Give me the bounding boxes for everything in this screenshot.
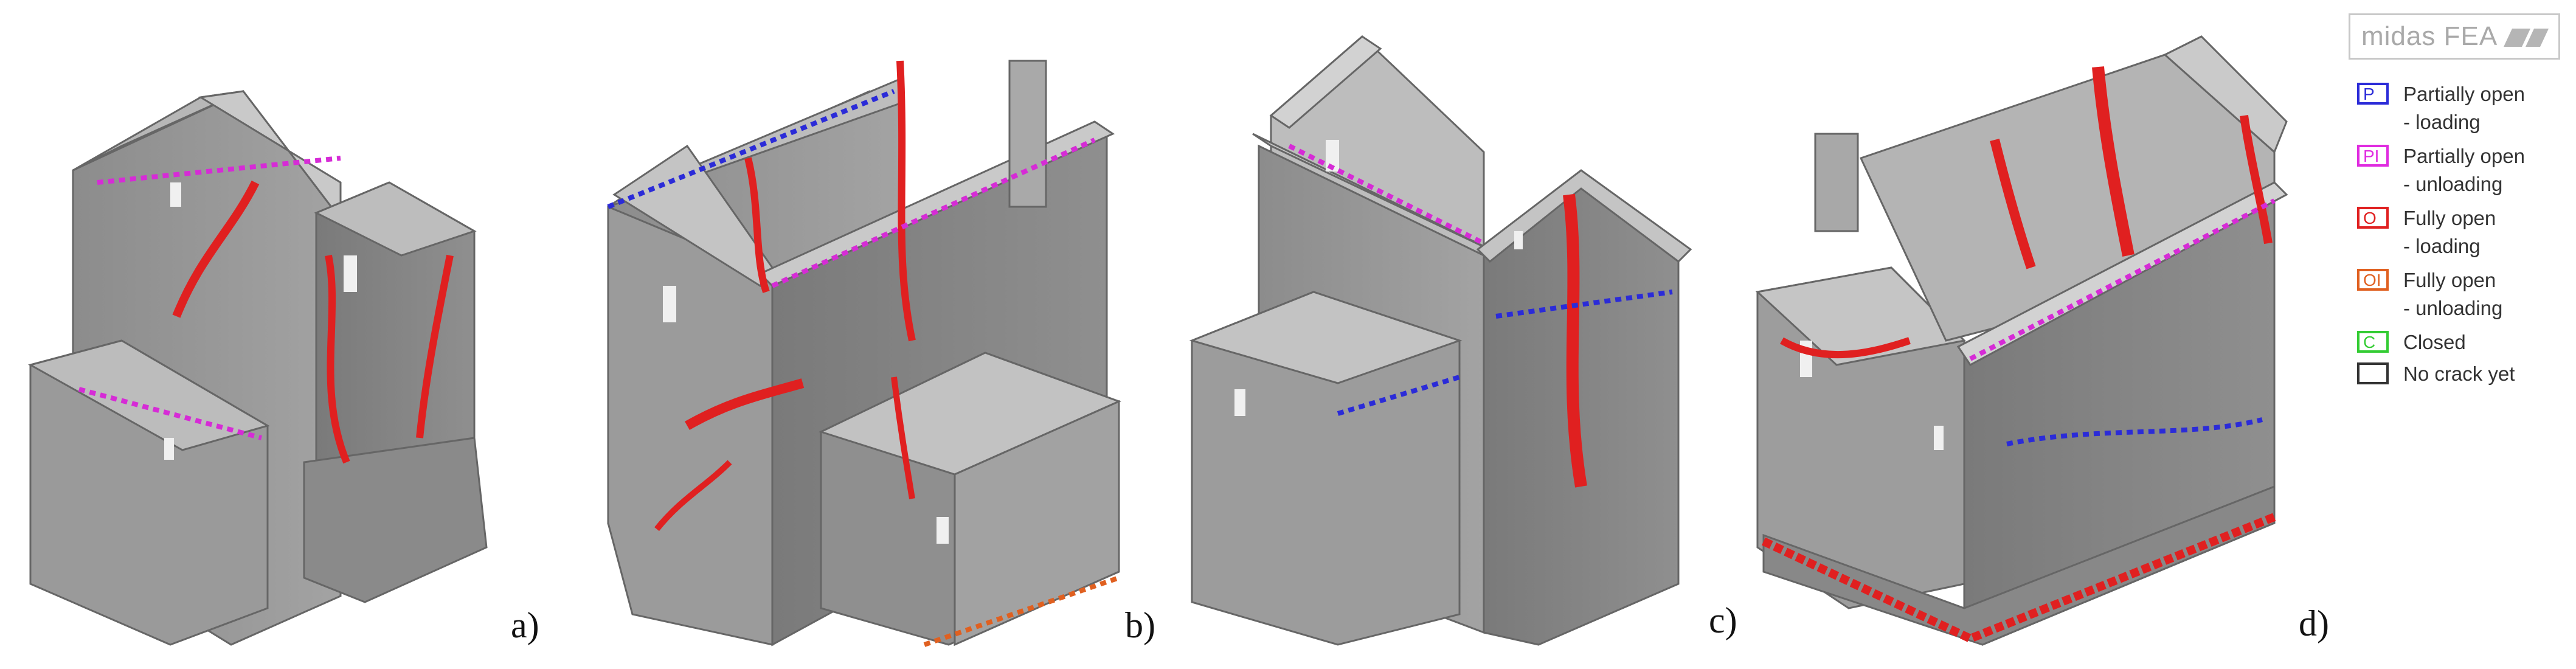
- panel-label-a: a): [511, 605, 539, 645]
- logo-text: midas FEA: [2361, 21, 2498, 51]
- building-crack-pattern-figure: a) b) c) d): [28, 35, 2329, 647]
- legend-label: Partially open: [2403, 145, 2525, 167]
- legend-swatch: OI: [2357, 269, 2389, 291]
- legend-sublabel: - unloading: [2403, 297, 2503, 319]
- panel-label-b: b): [1125, 605, 1155, 645]
- legend-swatch: P: [2357, 83, 2389, 105]
- panel-b-building: [607, 60, 1122, 647]
- panel-d-building: [1755, 35, 2288, 646]
- legend-swatch: [2357, 362, 2389, 384]
- legend-label: Closed: [2403, 331, 2466, 353]
- legend-sublabel: - loading: [2403, 111, 2481, 133]
- legend-sublabel: - loading: [2403, 235, 2481, 257]
- legend-label: Fully open: [2403, 207, 2496, 229]
- legend-swatch: PI: [2357, 145, 2389, 167]
- crack-status-legend: midas FEA P Partially open - loading PI …: [2349, 13, 2567, 403]
- legend-label: Fully open: [2403, 269, 2496, 291]
- legend-label: Partially open: [2403, 83, 2525, 105]
- logo-slash-icon: [2504, 29, 2549, 47]
- legend-sublabel: - unloading: [2403, 173, 2503, 195]
- panel-a-building: [28, 90, 488, 646]
- midas-fea-logo: midas FEA: [2349, 13, 2560, 60]
- legend-label: No crack yet: [2403, 362, 2515, 385]
- panel-label-d: d): [2299, 603, 2329, 643]
- legend-swatch: C: [2357, 331, 2389, 353]
- panel-c-building: [1189, 35, 1692, 646]
- legend-swatch: O: [2357, 207, 2389, 229]
- panel-label-c: c): [1709, 600, 1737, 640]
